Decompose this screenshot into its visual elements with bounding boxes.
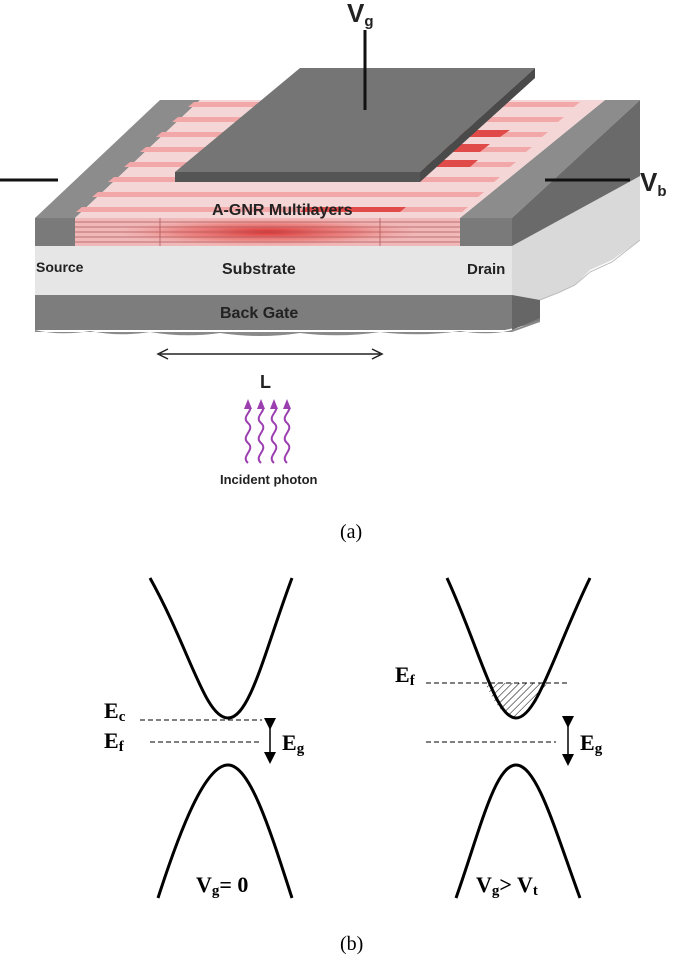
length-label: L (260, 372, 271, 392)
fermi-fill-right (485, 683, 547, 718)
substrate (35, 176, 641, 301)
gate-voltage-label: Vg (347, 0, 374, 30)
band-left: Ec Ef Eg Vg= 0 (104, 577, 305, 899)
device-diagram: Vg Vb A-GNR Multilayers Source Substrate… (0, 0, 667, 543)
photon-label: Incident photon (220, 472, 318, 487)
condition-left: Vg= 0 (196, 872, 248, 899)
length-arrow (156, 348, 384, 360)
back-gate-label: Back Gate (220, 305, 298, 322)
eg-label-right: Eg (580, 730, 603, 757)
channel-label: A-GNR Multilayers (212, 202, 353, 219)
band-diagram: Ec Ef Eg Vg= 0 Ef Eg (104, 577, 603, 955)
substrate-label: Substrate (222, 261, 296, 278)
ef-label-left: Ef (104, 728, 125, 755)
band-right: Ef Eg Vg> Vt (395, 577, 603, 899)
caption-b: (b) (340, 933, 363, 955)
conduction-band-right (445, 577, 592, 720)
bias-voltage-label: Vb (640, 167, 667, 200)
eg-label-left: Eg (282, 730, 305, 757)
drain-electrode (460, 100, 640, 246)
condition-right: Vg> Vt (476, 872, 538, 899)
drain-label: Drain (467, 261, 505, 278)
caption-a: (a) (340, 521, 362, 543)
incident-photon-icon (244, 399, 291, 464)
conduction-band-left (148, 577, 294, 720)
valence-band-left (156, 763, 294, 899)
ef-label-right: Ef (395, 662, 416, 689)
top-gate (175, 68, 535, 182)
source-label: Source (36, 259, 84, 275)
ec-label-left: Ec (104, 698, 126, 725)
valence-band-right (454, 763, 582, 899)
source-electrode (35, 100, 200, 246)
